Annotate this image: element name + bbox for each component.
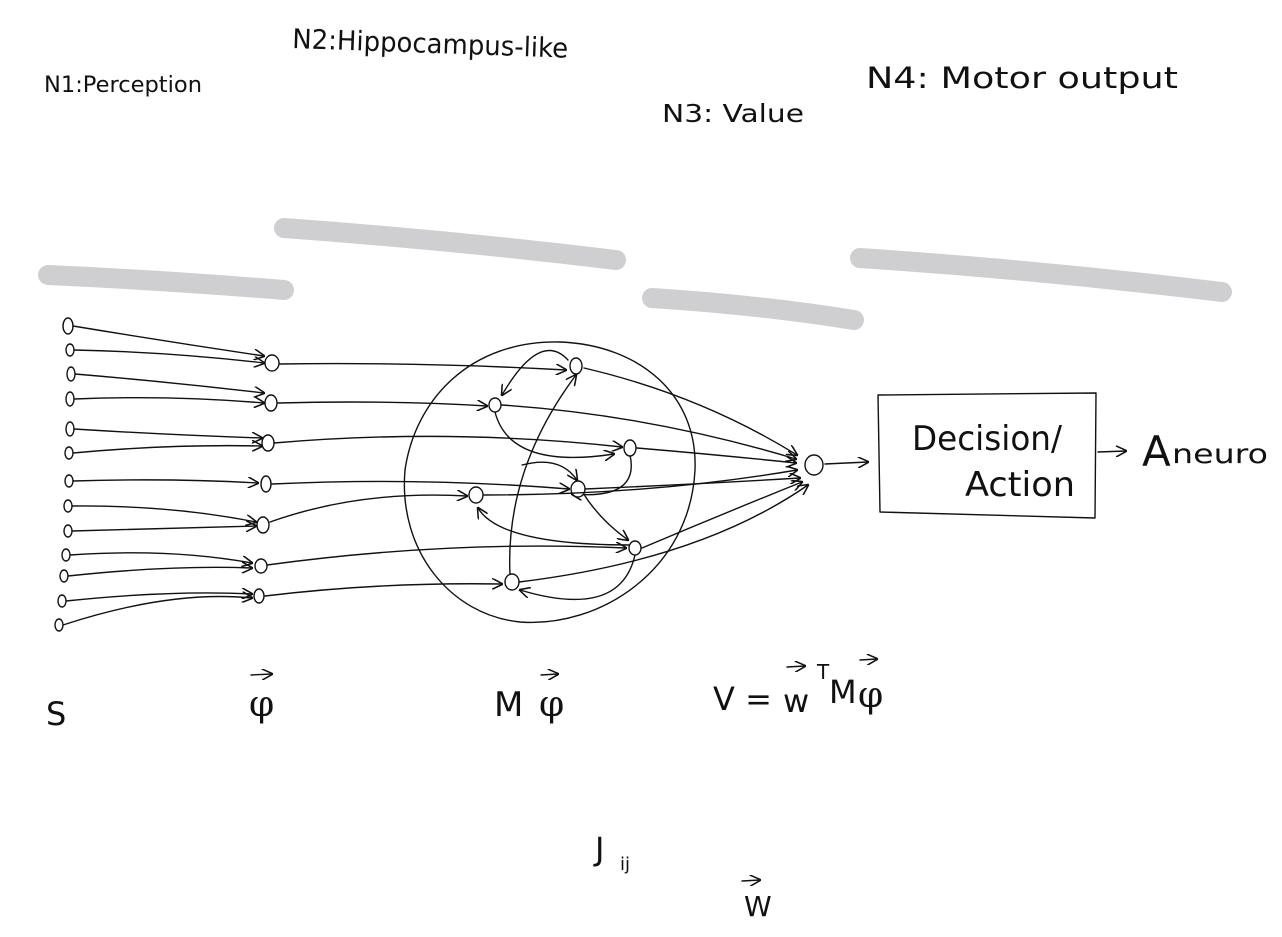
- input-layer-s: [54, 317, 76, 632]
- w-vector-symbol: W: [744, 890, 772, 923]
- value-node: [804, 454, 824, 476]
- output-symbol: A: [1142, 427, 1171, 476]
- phi-node: [264, 354, 280, 372]
- input-node: [54, 618, 64, 632]
- value-phi-symbol: φ: [858, 675, 883, 716]
- m-symbol: M: [494, 685, 523, 725]
- j-ij-label: J ij: [593, 830, 630, 875]
- m-node: [570, 480, 586, 498]
- w-symbol: w: [783, 682, 809, 720]
- phi-layer: [253, 354, 280, 604]
- action-label: Action: [965, 465, 1075, 505]
- n2-highlight-bar: [274, 218, 626, 270]
- phi-symbol: φ: [249, 684, 274, 725]
- input-node: [64, 446, 74, 460]
- phi-node: [253, 588, 265, 604]
- value-to-decision-arrow: [824, 462, 868, 464]
- m-node: [569, 357, 583, 375]
- phi-node: [256, 516, 270, 534]
- m-node: [623, 439, 637, 457]
- value-prefix: V =: [713, 680, 782, 718]
- phi-node: [261, 434, 275, 452]
- decision-action-box: [877, 392, 1097, 519]
- j-subscript: ij: [620, 854, 630, 875]
- input-node: [63, 524, 73, 538]
- input-node: [63, 499, 73, 513]
- n1-label: N1:Perception: [44, 73, 202, 98]
- m-node: [488, 397, 502, 413]
- input-node: [62, 317, 74, 335]
- m-layer: [468, 357, 642, 591]
- m-node: [628, 540, 642, 556]
- input-node: [65, 421, 75, 437]
- s-to-phi-connections: [62, 325, 264, 626]
- n1-highlight-bar: [38, 265, 294, 300]
- input-node: [57, 594, 67, 608]
- n4-highlight-bar: [850, 248, 1232, 302]
- output-subscript: neuro: [1172, 439, 1268, 470]
- phi-vector-label: φ: [249, 674, 274, 725]
- input-node: [61, 548, 71, 562]
- value-equation-label: V = w T M φ: [713, 659, 883, 720]
- input-node: [65, 391, 75, 407]
- phi-node: [254, 558, 268, 574]
- m-phi-label: M φ: [494, 674, 564, 725]
- s-label: S: [46, 695, 66, 733]
- n4-label: N4: Motor output: [866, 61, 1178, 95]
- m-node: [468, 486, 484, 504]
- input-node: [64, 474, 74, 488]
- decision-to-output-arrow: [1097, 451, 1126, 452]
- n2-label: N2:Hippocampus-like: [292, 24, 569, 65]
- n3-label: N3: Value: [662, 99, 804, 128]
- recurrent-connections: [478, 350, 636, 601]
- m-node: [504, 573, 520, 591]
- m-phi-symbol: φ: [539, 684, 564, 725]
- m-to-value-connections: [483, 367, 808, 583]
- n3-highlight-bar: [642, 288, 864, 330]
- phi-to-m-connections: [264, 362, 626, 597]
- j-symbol: J: [593, 830, 604, 868]
- input-node: [59, 569, 69, 583]
- decision-label: Decision/: [912, 419, 1063, 459]
- phi-node: [260, 475, 272, 493]
- input-node: [65, 343, 75, 357]
- phi-node: [264, 394, 278, 412]
- transpose-symbol: T: [816, 660, 830, 684]
- input-node: [66, 366, 76, 382]
- w-vector-label: W: [741, 880, 772, 923]
- value-m-symbol: M: [829, 673, 857, 711]
- recurrent-network-boundary: [403, 341, 696, 624]
